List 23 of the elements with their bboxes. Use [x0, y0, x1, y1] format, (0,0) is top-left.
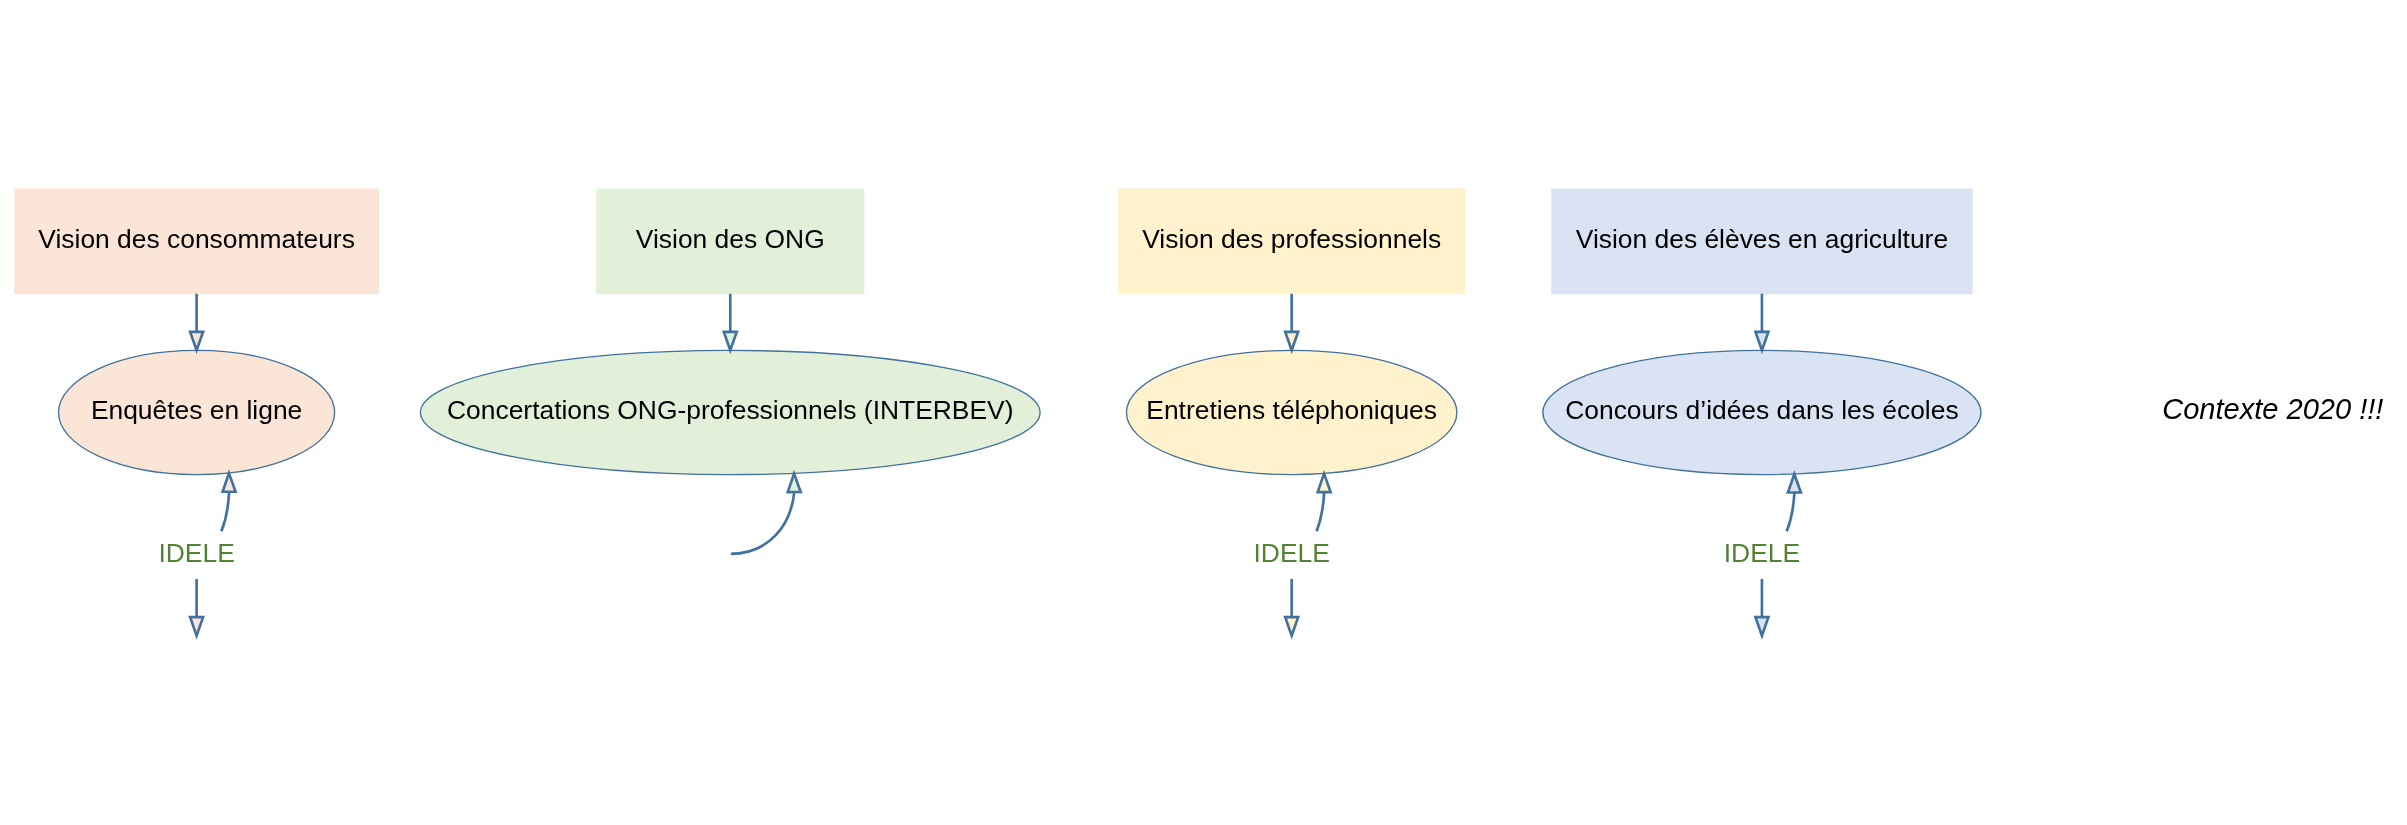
node-box: Vision des consommateurs: [14, 188, 379, 294]
arrow: [1753, 578, 1771, 640]
node-ellipse: Concertations ONG-professionnels (INTERBEV): [419, 349, 1041, 475]
node-text: IDELE: [158, 537, 235, 568]
node-ellipse: Entretiens téléphoniques: [1125, 349, 1458, 475]
node-text: IDELE: [1723, 537, 1801, 568]
node-box: Vision des ONG: [596, 188, 865, 294]
arrow: [1785, 469, 1803, 532]
arrow: [1283, 293, 1300, 354]
label: Contexte 2020 !!!: [2162, 392, 2384, 425]
arrow: [220, 468, 238, 532]
arrow: [1753, 293, 1771, 354]
node-box: Vision des élèves en agriculture: [1551, 188, 1973, 294]
arrow: [1283, 578, 1300, 640]
node-ellipse: Enquêtes en ligne: [57, 349, 336, 475]
node-ellipse: Concours d’idées dans les écoles: [1542, 349, 1982, 475]
node-text: IDELE: [1253, 537, 1330, 568]
arrow: [188, 293, 205, 354]
arrow: [721, 293, 739, 354]
node-box: Vision des professionnels: [1117, 188, 1466, 294]
arrow: [1315, 469, 1333, 532]
arrow: [730, 469, 803, 555]
arrow: [188, 578, 205, 640]
